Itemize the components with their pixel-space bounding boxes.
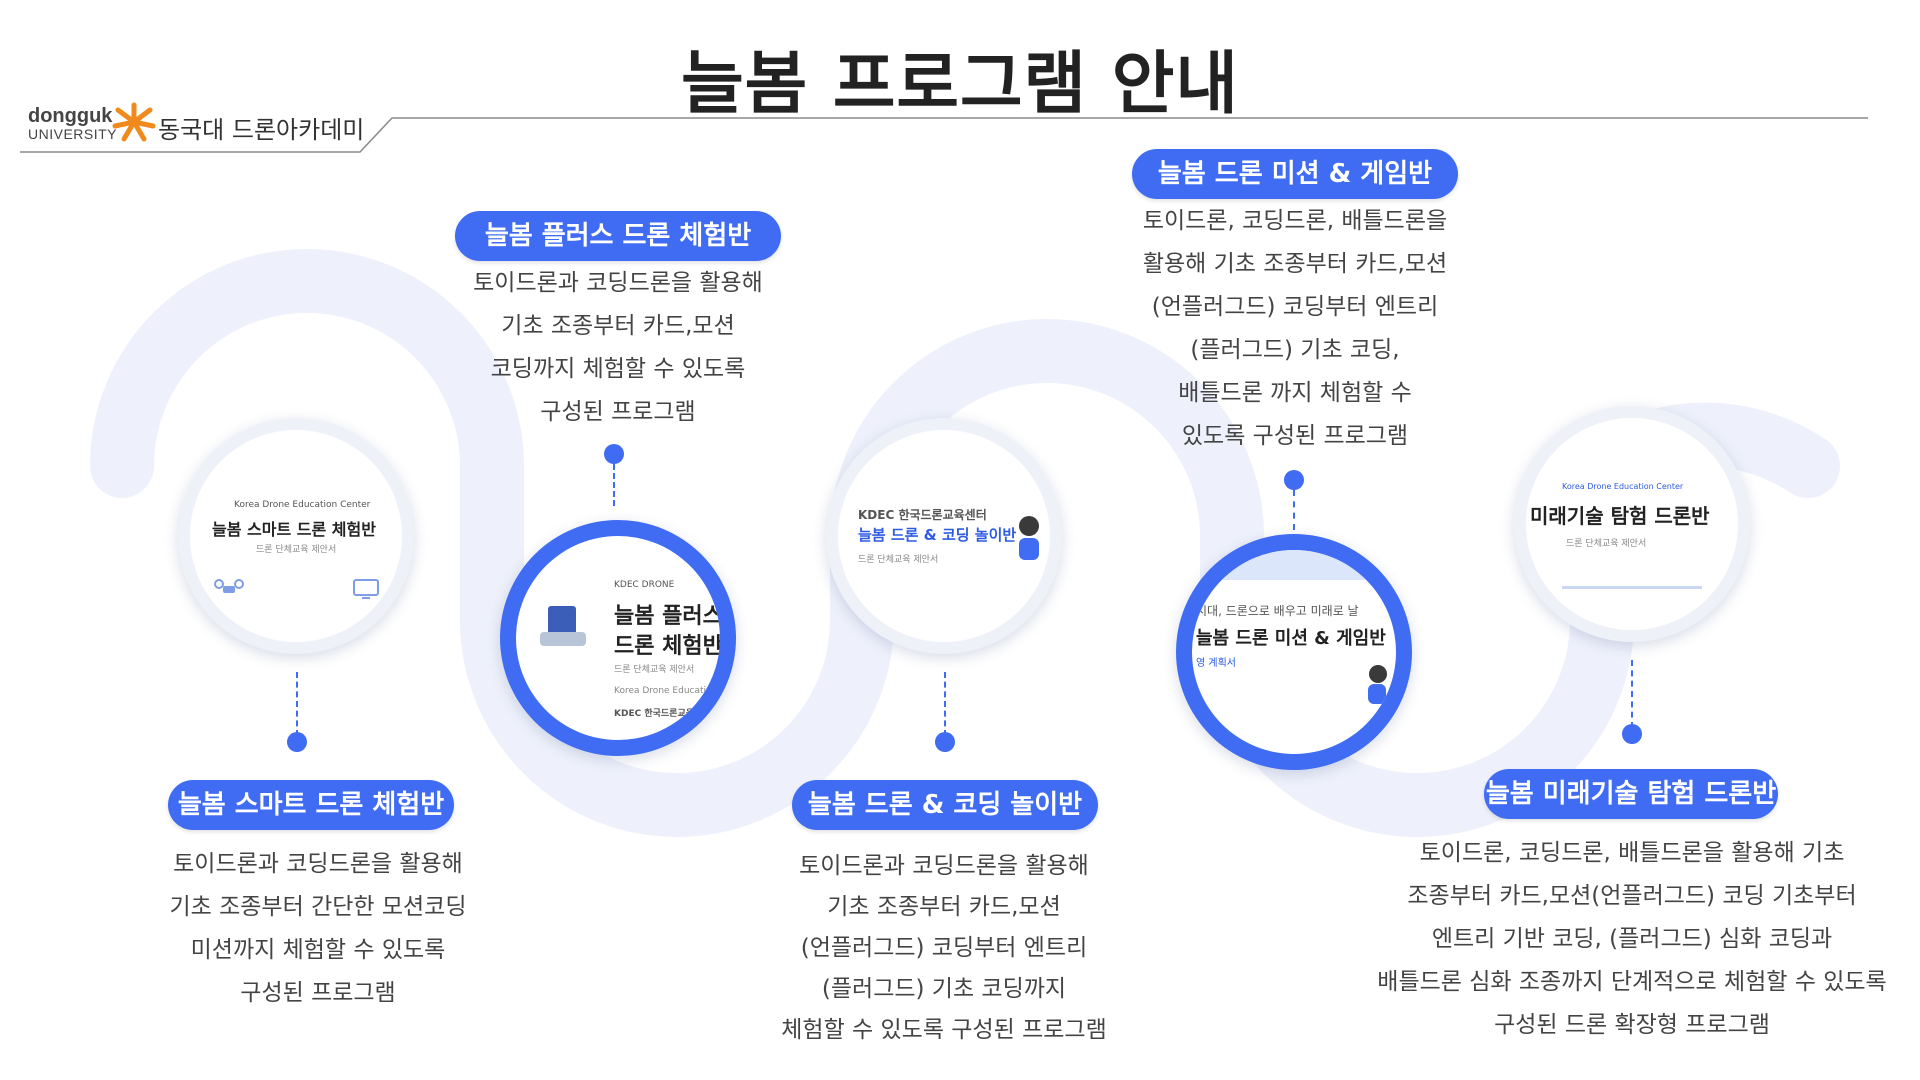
program-3-connector	[944, 672, 946, 736]
program-3-desc-line: 토이드론과 코딩드론을 활용해	[799, 853, 1089, 879]
drone-kit-icon	[540, 606, 586, 646]
program-1-desc-line: 구성된 프로그램	[240, 980, 396, 1006]
program-5-slide-caption: 드론 단체교육 제안서	[1566, 539, 1647, 549]
program-5-thumbnail[interactable]: Korea Drone Education Center 미래기술 탐험 드론반…	[1514, 406, 1750, 642]
program-1-pill[interactable]: 늘봄 스마트 드론 체험반	[168, 780, 454, 830]
program-2-connector	[613, 464, 615, 506]
program-1-slide: Korea Drone Education Center 늘봄 스마트 드론 체…	[190, 430, 402, 642]
program-3-pill[interactable]: 늘봄 드론 & 코딩 놀이반	[792, 780, 1098, 830]
program-3-dot	[935, 732, 955, 752]
program-4-slide: 시대, 드론으로 배우고 미래로 날 늘봄 드론 미션 & 게임반 영 계획서	[1192, 550, 1396, 754]
program-5-slide: Korea Drone Education Center 미래기술 탐험 드론반…	[1526, 418, 1738, 630]
program-1-connector	[296, 672, 298, 736]
program-5-slide-subtitle: Korea Drone Education Center	[1562, 482, 1684, 491]
program-4-desc-line: (플러그드) 기초 코딩,	[1190, 337, 1400, 363]
program-2-desc-line: 구성된 프로그램	[540, 399, 696, 425]
program-1-slide-caption: 드론 단체교육 제안서	[256, 545, 337, 555]
program-5-desc-line: 엔트리 기반 코딩, (플러그드) 심화 코딩과	[1431, 926, 1833, 952]
program-2-slide-org: Korea Drone Education Center	[614, 686, 720, 696]
program-2-desc-line: 토이드론과 코딩드론을 활용해	[473, 270, 763, 296]
program-5-slide-title: 미래기술 탐험 드론반	[1530, 504, 1710, 528]
program-2-desc-line: 코딩까지 체험할 수 있도록	[490, 356, 746, 382]
program-2-pill[interactable]: 늘봄 플러스 드론 체험반	[455, 211, 781, 261]
program-4-description: 토이드론, 코딩드론, 배틀드론을 활용해 기초 조종부터 카드,모션 (언플러…	[1110, 200, 1480, 458]
monitor-icon	[353, 579, 379, 599]
program-5-desc-line: 토이드론, 코딩드론, 배틀드론을 활용해 기초	[1419, 840, 1845, 866]
program-4-slide-caption: 영 계획서	[1196, 658, 1236, 669]
program-2-slide: KDEC DRONE 늘봄 플러스 드론 체험반 드론 단체교육 제안서 Kor…	[516, 536, 720, 740]
program-3-desc-line: (플러그드) 기초 코딩까지	[821, 976, 1067, 1002]
program-3-slide-org: KDEC 한국드론교육센터	[858, 508, 987, 522]
program-1-desc-line: 토이드론과 코딩드론을 활용해	[173, 851, 463, 877]
program-4-slide-header-bar	[1192, 550, 1396, 580]
program-4-slide-title: 늘봄 드론 미션 & 게임반	[1196, 628, 1386, 649]
program-3-slide-title: 늘봄 드론 & 코딩 놀이반	[858, 526, 1017, 544]
program-1-thumbnail[interactable]: Korea Drone Education Center 늘봄 스마트 드론 체…	[178, 418, 414, 654]
program-2-slide-title-b: 드론 체험반	[614, 634, 720, 659]
program-4-desc-line: (언플러그드) 코딩부터 엔트리	[1151, 294, 1439, 320]
program-1-slide-title: 늘봄 스마트 드론 체험반	[212, 520, 376, 539]
program-5-desc-line: 구성된 드론 확장형 프로그램	[1494, 1012, 1770, 1038]
title-underline	[20, 117, 1868, 153]
program-4-pill[interactable]: 늘봄 드론 미션 & 게임반	[1132, 149, 1458, 199]
program-1-slide-subtitle: Korea Drone Education Center	[234, 500, 371, 510]
program-2-desc-line: 기초 조종부터 카드,모션	[501, 313, 735, 339]
character-icon	[1368, 665, 1387, 704]
program-4-desc-line: 있도록 구성된 프로그램	[1181, 423, 1409, 449]
program-4-desc-line: 활용해 기초 조종부터 카드,모션	[1142, 251, 1448, 277]
logo-text: 동국대 드론아카데미	[158, 116, 365, 144]
program-2-description: 토이드론과 코딩드론을 활용해 기초 조종부터 카드,모션 코딩까지 체험할 수…	[440, 262, 796, 434]
program-5-dot	[1622, 724, 1642, 744]
program-1-desc-line: 기초 조종부터 간단한 모션코딩	[169, 894, 467, 920]
program-2-slide-brand: KDEC DRONE	[614, 580, 675, 590]
program-3-desc-line: 체험할 수 있도록 구성된 프로그램	[781, 1017, 1107, 1043]
logo-wordmark-line1: dongguk	[28, 105, 113, 127]
program-4-dot	[1284, 470, 1304, 490]
program-2-thumbnail[interactable]: KDEC DRONE 늘봄 플러스 드론 체험반 드론 단체교육 제안서 Kor…	[500, 520, 736, 756]
program-1-description: 토이드론과 코딩드론을 활용해 기초 조종부터 간단한 모션코딩 미션까지 체험…	[150, 843, 486, 1015]
program-2-slide-logo: KDEC 한국드론교육	[614, 709, 695, 719]
program-5-pill[interactable]: 늘봄 미래기술 탐험 드론반	[1484, 769, 1778, 819]
program-5-desc-line: 조종부터 카드,모션(언플러그드) 코딩 기초부터	[1407, 883, 1857, 909]
program-3-thumbnail[interactable]: KDEC 한국드론교육센터 늘봄 드론 & 코딩 놀이반 드론 단체교육 제안서	[826, 418, 1062, 654]
program-4-desc-line: 토이드론, 코딩드론, 배틀드론을	[1142, 208, 1448, 234]
program-3-slide-caption: 드론 단체교육 제안서	[858, 555, 939, 565]
program-2-slide-caption: 드론 단체교육 제안서	[614, 665, 695, 675]
logo-wordmark: dongguk UNIVERSITY	[28, 106, 117, 142]
program-3-desc-line: 기초 조종부터 카드,모션	[827, 894, 1061, 920]
program-5-description: 토이드론, 코딩드론, 배틀드론을 활용해 기초 조종부터 카드,모션(언플러그…	[1356, 832, 1908, 1047]
program-2-dot	[604, 444, 624, 464]
logo-wordmark-line2: UNIVERSITY	[28, 126, 118, 142]
page-title: 늘봄 프로그램 안내	[681, 45, 1239, 124]
program-4-slide-tagline: 시대, 드론으로 배우고 미래로 날	[1196, 604, 1359, 618]
program-5-desc-line: 배틀드론 심화 조종까지 단계적으로 체험할 수 있도록	[1377, 969, 1887, 995]
program-4-desc-line: 배틀드론 까지 체험할 수	[1178, 380, 1412, 406]
program-4-thumbnail[interactable]: 시대, 드론으로 배우고 미래로 날 늘봄 드론 미션 & 게임반 영 계획서	[1176, 534, 1412, 770]
program-4-connector	[1293, 490, 1295, 530]
program-5-slide-footer-bar	[1562, 586, 1702, 589]
program-5-connector	[1631, 660, 1633, 728]
program-1-dot	[287, 732, 307, 752]
program-3-description: 토이드론과 코딩드론을 활용해 기초 조종부터 카드,모션 (언플러그드) 코딩…	[758, 846, 1130, 1051]
logo-mark-icon	[112, 102, 156, 142]
program-3-slide: KDEC 한국드론교육센터 늘봄 드론 & 코딩 놀이반 드론 단체교육 제안서	[838, 430, 1050, 642]
drone-icon	[214, 579, 244, 593]
program-2-slide-title-a: 늘봄 플러스	[614, 604, 720, 629]
character-icon	[1019, 516, 1039, 560]
program-3-desc-line: (언플러그드) 코딩부터 엔트리	[800, 935, 1088, 961]
program-1-desc-line: 미션까지 체험할 수 있도록	[190, 937, 446, 963]
